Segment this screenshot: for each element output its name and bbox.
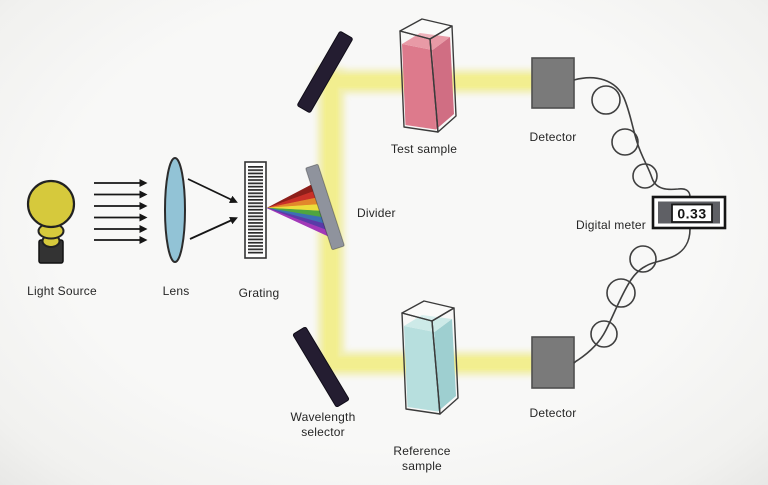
detector-bottom-label: Detector: [530, 406, 577, 420]
divider-bar: [305, 163, 345, 251]
light-source-icon: [26, 179, 76, 264]
meter-value: 0.33: [677, 206, 706, 222]
lens-label: Lens: [163, 284, 190, 298]
grating-stripes: [248, 166, 263, 255]
top-mirror-rect: [297, 31, 353, 113]
lens-icon: [164, 157, 186, 263]
test-liquid-surface: [402, 33, 450, 50]
meter-display: [671, 203, 713, 223]
ray-arrow: [187, 178, 238, 203]
cable-top-loop: [591, 85, 621, 115]
cable-top-path: [573, 76, 691, 198]
cable-top: [573, 76, 691, 198]
test-sample-label: Test sample: [391, 142, 457, 156]
grating-icon: [244, 161, 267, 259]
reference-sample-label-line2: sample: [402, 459, 442, 473]
cable-top-loop: [611, 128, 639, 156]
cable-bottom-loop: [590, 320, 618, 348]
wavelength-selector-label-line2: selector: [301, 425, 345, 439]
converging-rays: [187, 178, 238, 240]
reference-liquid-surface: [404, 315, 452, 332]
cuvette-front: [399, 30, 439, 133]
detector-top-label: Detector: [530, 130, 577, 144]
cable-bottom-loop: [606, 278, 636, 308]
cable-bottom-loop: [629, 245, 657, 273]
wavelength-selector-mirror-icon: [292, 326, 350, 408]
divider-rect: [305, 163, 345, 251]
test-liquid-front: [402, 44, 436, 130]
cuvette-front: [401, 312, 441, 415]
reference-liquid-side: [434, 319, 456, 412]
bulb-globe: [26, 179, 76, 229]
ray-arrow: [189, 216, 238, 240]
cable-bottom-path: [573, 228, 691, 364]
reference-sample-cuvette: [401, 300, 459, 415]
parallel-rays: [94, 179, 148, 244]
detector-bottom: [531, 336, 575, 389]
digital-meter-label: Digital meter: [576, 218, 646, 232]
cuvette-rim: [399, 18, 453, 40]
cable-top-loop: [632, 163, 658, 189]
wavelength-selector-rect: [292, 326, 350, 408]
grating-label: Grating: [239, 286, 280, 300]
reference-sample-label-line1: Reference: [393, 444, 450, 458]
cable-bottom: [573, 228, 691, 364]
digital-meter: 0.33: [651, 195, 727, 230]
test-liquid-side: [432, 37, 454, 130]
top-mirror-icon: [297, 31, 353, 113]
detector-top: [531, 57, 575, 109]
cuvette-rim: [401, 300, 455, 322]
divider-label: Divider: [357, 206, 396, 220]
reference-liquid-front: [404, 326, 438, 412]
light-source-label: Light Source: [27, 284, 97, 298]
wavelength-selector-label-line1: Wavelength: [291, 410, 356, 424]
test-sample-cuvette: [399, 18, 457, 133]
